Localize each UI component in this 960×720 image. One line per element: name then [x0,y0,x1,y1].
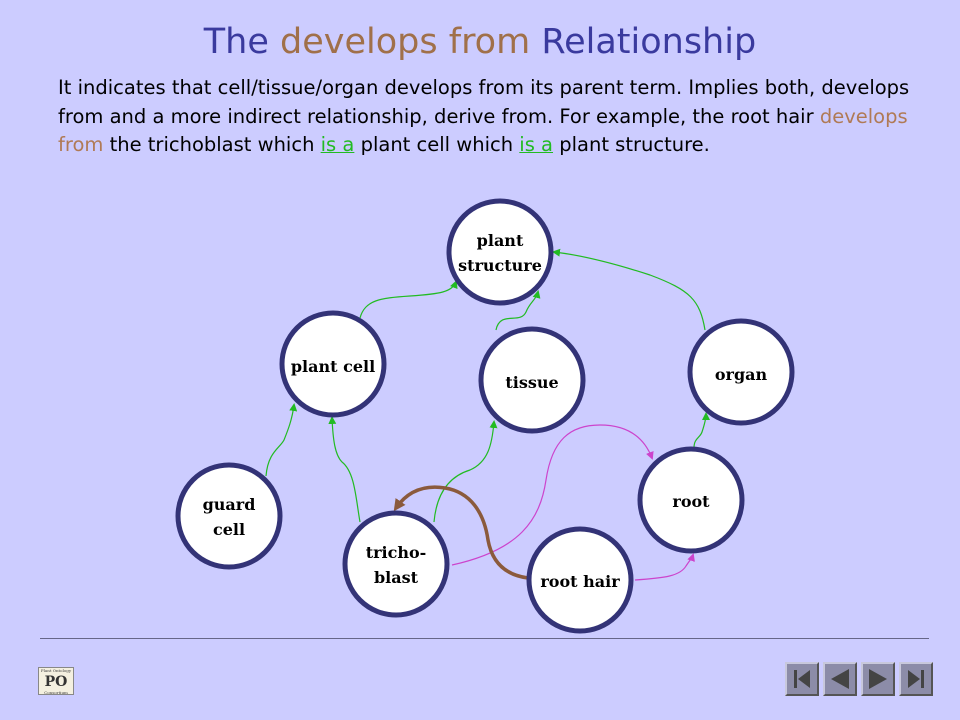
edge-guard-cell-is-a-plant-cell [265,403,298,477]
svg-text:plant: plant [477,231,524,250]
previous-slide-icon [831,669,849,689]
edge-plant-cell-is-a-plant-structure [359,280,458,319]
svg-text:root: root [672,492,710,511]
first-slide-button[interactable] [785,662,819,696]
slide-title: The develops from Relationship [203,22,757,62]
node-organ: organ [687,318,795,426]
edge-tissue-is-a-plant-structure [495,290,541,331]
next-slide-icon [869,669,887,689]
svg-text:guard: guard [203,495,256,514]
node-root-hair: root hair [526,526,634,634]
svg-text:tricho-: tricho- [366,543,427,562]
svg-text:blast: blast [374,568,419,587]
svg-text:plant cell: plant cell [291,357,375,376]
previous-slide-button[interactable] [823,662,857,696]
edge-root-hair-develops-from-trichoblast [393,485,529,580]
edge-trichoblast-is-a-tissue [433,420,498,523]
node-guard-cell: guard cell [175,462,283,570]
description-text: It indicates that cell/tissue/organ deve… [58,76,910,157]
footer-divider [40,638,929,639]
title-highlight: develops from [280,22,531,62]
svg-text:root hair: root hair [540,572,620,591]
last-slide-icon [908,670,924,688]
is-a-link-2[interactable]: is a [519,133,554,156]
svg-text:structure: structure [458,256,542,275]
svg-text:cell: cell [213,520,245,539]
po-consortium-logo: Plant Ontology PO Consortium [38,667,74,695]
node-trichoblast: tricho- blast [342,510,450,618]
svg-text:organ: organ [715,365,768,384]
node-plant-cell: plant cell [279,310,387,418]
develops-from-term: develops from [58,104,908,157]
node-tissue: tissue [478,326,586,434]
edge-organ-is-a-plant-structure [552,248,706,331]
node-plant-structure: plant structure [446,198,554,306]
edge-root-is-a-organ [693,412,710,449]
node-root: root [637,446,745,554]
next-slide-button[interactable] [861,662,895,696]
edge-root-hair-part-of-root [634,553,695,581]
is-a-link-1[interactable]: is a [320,133,355,156]
edge-trichoblast-part-of-root [451,424,654,566]
last-slide-button[interactable] [899,662,933,696]
first-slide-icon [794,670,810,688]
svg-text:tissue: tissue [505,373,558,392]
edge-trichoblast-is-a-plant-cell [328,416,361,523]
